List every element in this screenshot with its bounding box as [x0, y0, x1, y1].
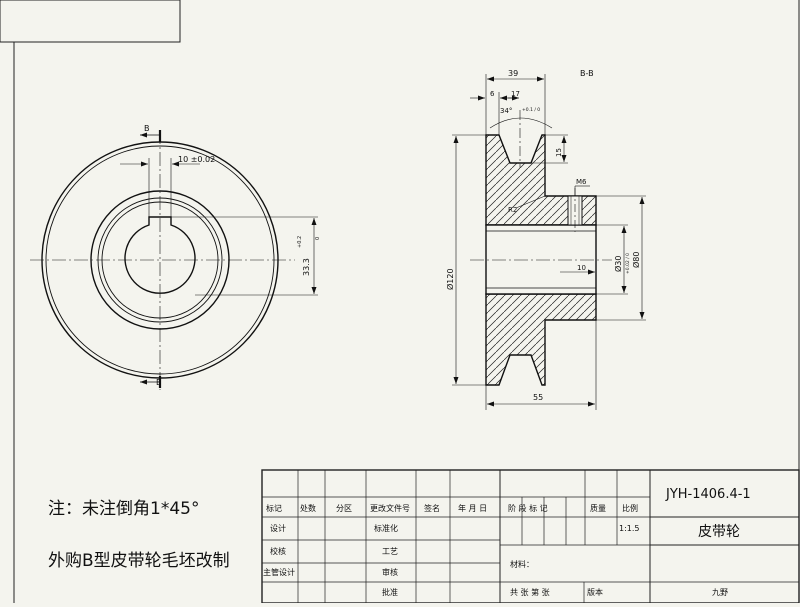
- tb-material: 材料：: [510, 559, 534, 569]
- tb-process: 工艺: [382, 547, 398, 556]
- dim-34deg-tol: +0.1 / 0: [522, 107, 540, 113]
- dim-r2: R2: [508, 206, 517, 214]
- dim-keyway-depth-tol-upper: +0.2: [297, 236, 303, 248]
- note-blank: 外购B型皮带轮毛坯改制: [48, 551, 230, 571]
- section-bore: [485, 224, 597, 295]
- tb-approve: 批准: [382, 587, 398, 597]
- tb-design: 设计: [270, 523, 286, 533]
- tb-signature: 签名: [424, 503, 440, 513]
- dim-17: 17: [511, 90, 520, 98]
- tb-version: 版本: [587, 587, 603, 597]
- tb-scale-value: 1:1.5: [619, 524, 640, 533]
- tb-check: 校核: [270, 546, 286, 556]
- tb-date: 年 月 日: [458, 503, 487, 513]
- dim-39: 39: [508, 69, 518, 78]
- dim-keyway-width: 10 ±0.02: [178, 155, 215, 164]
- title-block-text: 标记 处数 分区 更改文件号 签名 年 月 日 阶 段 标 记 质量 比例 1:…: [263, 487, 751, 597]
- note-chamfer: 注：未注倒角1*45°: [48, 499, 200, 519]
- tb-supervisor: 主管设计: [263, 567, 295, 577]
- section-lower-half: [485, 293, 597, 386]
- dim-80: Ø80: [631, 252, 641, 268]
- tb-stage-header: 阶 段 标 记: [508, 503, 548, 513]
- tb-weight-label: 质量: [590, 503, 606, 513]
- tb-part-name: 皮带轮: [698, 524, 740, 540]
- tb-company: 九野: [712, 588, 728, 597]
- tb-scale-label: 比例: [622, 503, 638, 513]
- section-label: B-B: [580, 69, 594, 78]
- front-view: [30, 130, 318, 390]
- label-b-top: B: [144, 124, 150, 133]
- dim-keyway-depth-tol-lower: 0: [315, 237, 321, 240]
- dim-6: 6: [490, 90, 495, 98]
- dim-15: 15: [555, 148, 563, 157]
- tb-zone: 分区: [336, 504, 352, 513]
- dim-keyway-depth: 33.3: [302, 258, 311, 276]
- tb-mark: 标记: [266, 503, 282, 513]
- tb-change-doc: 更改文件号: [370, 503, 410, 513]
- corner-box: [0, 0, 181, 43]
- dim-120: Ø120: [445, 268, 455, 290]
- bore-with-keyway: [124, 216, 196, 294]
- tb-count: 处数: [300, 503, 316, 513]
- dim-34deg: 34°: [500, 107, 512, 115]
- label-b-bottom: B: [156, 378, 162, 387]
- r2-leader: [515, 195, 546, 209]
- dim-30: Ø30: [613, 256, 623, 272]
- dim-55: 55: [533, 393, 543, 402]
- dim-m6: M6: [576, 178, 587, 186]
- tb-review: 审核: [382, 567, 398, 577]
- tb-drawing-number: JYH-1406.4-1: [665, 487, 751, 502]
- dim-10: 10: [577, 264, 586, 272]
- tb-standardize: 标准化: [374, 523, 398, 533]
- dim-30-tol: +0.02 / 0: [625, 253, 631, 274]
- tb-sheets: 共 张 第 张: [510, 587, 550, 597]
- section-view: [452, 74, 646, 410]
- groove-angle-arc: [489, 117, 553, 129]
